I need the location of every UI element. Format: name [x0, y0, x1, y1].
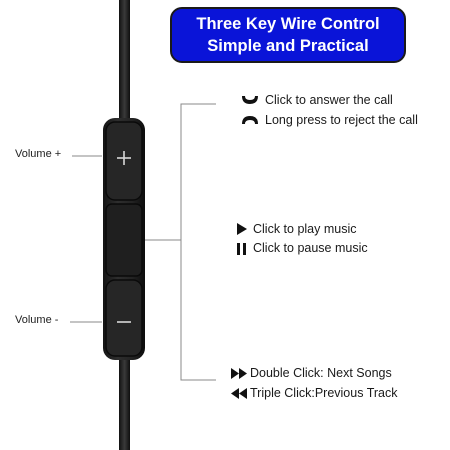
play-icon: [237, 223, 247, 235]
reject-call-text: Long press to reject the call: [265, 113, 418, 127]
previous-track-text: Triple Click:Previous Track: [250, 386, 398, 400]
remote-middle-button: [105, 203, 143, 277]
cable-top: [119, 0, 130, 124]
next-song-text: Double Click: Next Songs: [250, 366, 392, 380]
phone-answer-icon: [242, 96, 258, 104]
pause-icon: [237, 243, 246, 255]
phone-reject-icon: [242, 116, 258, 124]
pause-music-text: Click to pause music: [253, 241, 368, 255]
volume-down-label: Volume -: [15, 314, 59, 326]
banner-title: Three Key Wire Control: [196, 15, 380, 33]
play-music-text: Click to play music: [253, 222, 357, 236]
answer-call-text: Click to answer the call: [265, 93, 393, 107]
cable-bottom: [119, 350, 130, 450]
volume-up-label: Volume +: [15, 148, 62, 160]
plus-icon: [117, 151, 131, 165]
function-bracket: [180, 103, 216, 381]
fast-forward-icon: [231, 368, 247, 379]
rewind-icon: [231, 388, 247, 399]
remote-bottom-button: [105, 279, 143, 357]
title-banner: Three Key Wire Control Simple and Practi…: [170, 7, 406, 63]
banner-subtitle: Simple and Practical: [207, 37, 369, 55]
